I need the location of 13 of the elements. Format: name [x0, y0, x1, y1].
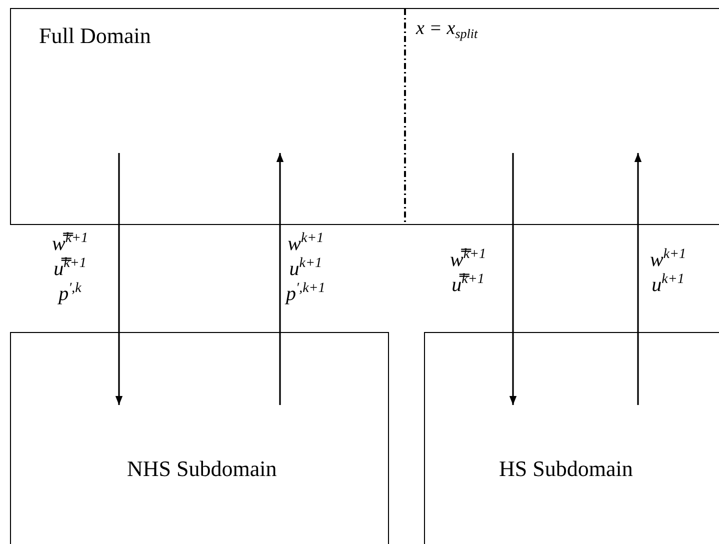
domain-box: [424, 332, 719, 544]
arrow: [276, 153, 284, 405]
domain-box: [10, 8, 719, 225]
split-label: x = x$_{split}$: [416, 18, 478, 40]
arrow: [509, 153, 517, 405]
domain-title: Full Domain: [39, 23, 151, 49]
domain-title: HS Subdomain: [499, 456, 633, 482]
arrow: [115, 153, 123, 405]
edge-label: w̿$^{k+1}$ u̿$^{k+1}$ p$^{′,k}$: [52, 232, 88, 307]
domain-title: NHS Subdomain: [127, 456, 277, 482]
domain-box: [10, 332, 389, 544]
edge-label: w$^{k+1}$ u$^{k+1}$ p$^{′,k+1}$: [286, 232, 326, 307]
arrow: [634, 153, 642, 405]
